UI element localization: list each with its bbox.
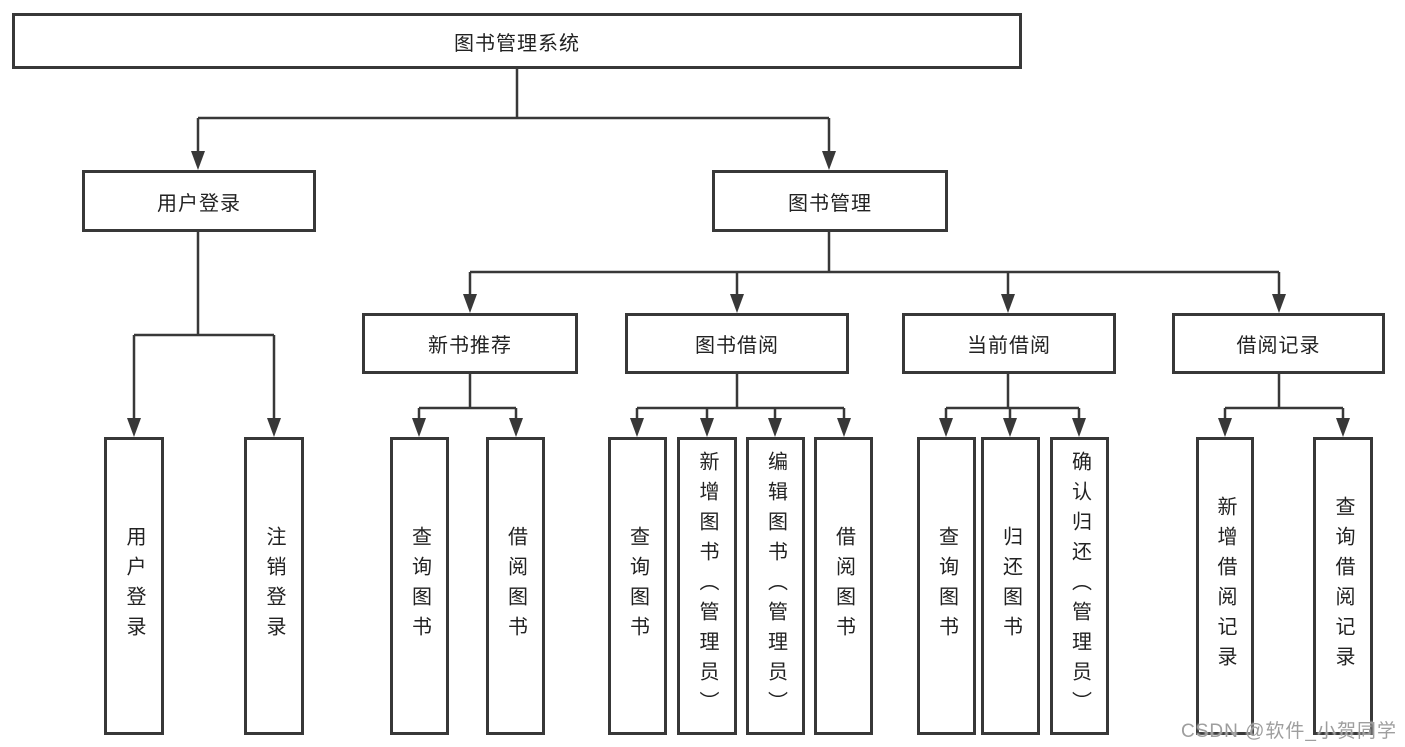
arrowhead-icon	[1336, 418, 1350, 437]
leaf-logout: 注销登录	[244, 437, 304, 735]
arrowhead-icon	[1003, 418, 1017, 437]
arrowhead-icon	[837, 418, 851, 437]
leaf-add-books-admin: 新增图书（管理员）	[677, 437, 737, 735]
node-borrow-records: 借阅记录	[1172, 313, 1385, 374]
arrowhead-icon	[1218, 418, 1232, 437]
connector-new-book-children	[412, 374, 523, 437]
leaf-newbook-query-books: 查询图书	[390, 437, 449, 735]
leaf-current-query-books-label: 查询图书	[935, 526, 958, 646]
arrowhead-icon	[412, 418, 426, 437]
leaf-newbook-borrow-books-label: 借阅图书	[504, 526, 527, 646]
leaf-user-login: 用户登录	[104, 437, 164, 735]
leaf-edit-books-admin-label: 编辑图书（管理员）	[764, 451, 787, 721]
node-new-book-recommend: 新书推荐	[362, 313, 578, 374]
node-current-borrowing: 当前借阅	[902, 313, 1116, 374]
node-new-book-recommend-label: 新书推荐	[428, 335, 512, 357]
leaf-borrowing-query-books-label: 查询图书	[626, 526, 649, 646]
leaf-add-borrow-record: 新增借阅记录	[1196, 437, 1254, 735]
node-root-system: 图书管理系统	[12, 13, 1022, 69]
connector-current-borrowing-children	[939, 374, 1086, 437]
leaf-confirm-return-admin-label: 确认归还（管理员）	[1068, 451, 1091, 721]
leaf-newbook-borrow-books: 借阅图书	[486, 437, 545, 735]
leaf-newbook-query-books-label: 查询图书	[408, 526, 431, 646]
leaf-current-query-books: 查询图书	[917, 437, 976, 735]
node-book-borrowing: 图书借阅	[625, 313, 849, 374]
node-current-borrowing-label: 当前借阅	[967, 335, 1051, 357]
connector-borrow-records-children	[1218, 374, 1350, 437]
arrowhead-icon	[463, 294, 477, 313]
leaf-edit-books-admin: 编辑图书（管理员）	[746, 437, 805, 735]
arrowhead-icon	[509, 418, 523, 437]
connector-book-management-children	[463, 232, 1286, 313]
leaf-borrowing-borrow-books-label: 借阅图书	[832, 526, 855, 646]
node-user-login-label: 用户登录	[157, 192, 241, 215]
connector-user-login-children	[127, 232, 281, 437]
node-root-label: 图书管理系统	[454, 32, 580, 55]
arrowhead-icon	[127, 418, 141, 437]
leaf-logout-label: 注销登录	[263, 526, 285, 646]
leaf-user-login-label: 用户登录	[123, 526, 145, 646]
leaf-add-borrow-record-label: 新增借阅记录	[1214, 496, 1236, 676]
leaf-confirm-return-admin: 确认归还（管理员）	[1050, 437, 1109, 735]
arrowhead-icon	[939, 418, 953, 437]
arrowhead-icon	[768, 418, 782, 437]
leaf-return-books-label: 归还图书	[999, 526, 1022, 646]
leaf-query-borrow-record-label: 查询借阅记录	[1332, 496, 1354, 676]
arrowhead-icon	[822, 151, 836, 170]
leaf-return-books: 归还图书	[981, 437, 1040, 735]
connector-root-to-level2	[191, 68, 836, 170]
leaf-borrowing-query-books: 查询图书	[608, 437, 667, 735]
node-borrow-records-label: 借阅记录	[1236, 335, 1321, 357]
csdn-watermark: CSDN @软件_小贺同学	[1181, 721, 1397, 742]
arrowhead-icon	[1072, 418, 1086, 437]
node-book-management-label: 图书管理	[788, 192, 872, 215]
node-book-borrowing-label: 图书借阅	[695, 335, 779, 357]
leaf-borrowing-borrow-books: 借阅图书	[814, 437, 873, 735]
node-user-login: 用户登录	[82, 170, 316, 232]
arrowhead-icon	[1001, 294, 1015, 313]
arrowhead-icon	[191, 151, 205, 170]
arrowhead-icon	[630, 418, 644, 437]
connector-book-borrowing-children	[630, 374, 851, 437]
leaf-query-borrow-record: 查询借阅记录	[1313, 437, 1373, 735]
arrowhead-icon	[730, 294, 744, 313]
arrowhead-icon	[267, 418, 281, 437]
arrowhead-icon	[1272, 294, 1286, 313]
leaf-add-books-admin-label: 新增图书（管理员）	[696, 451, 718, 721]
node-book-management: 图书管理	[712, 170, 948, 232]
arrowhead-icon	[700, 418, 714, 437]
